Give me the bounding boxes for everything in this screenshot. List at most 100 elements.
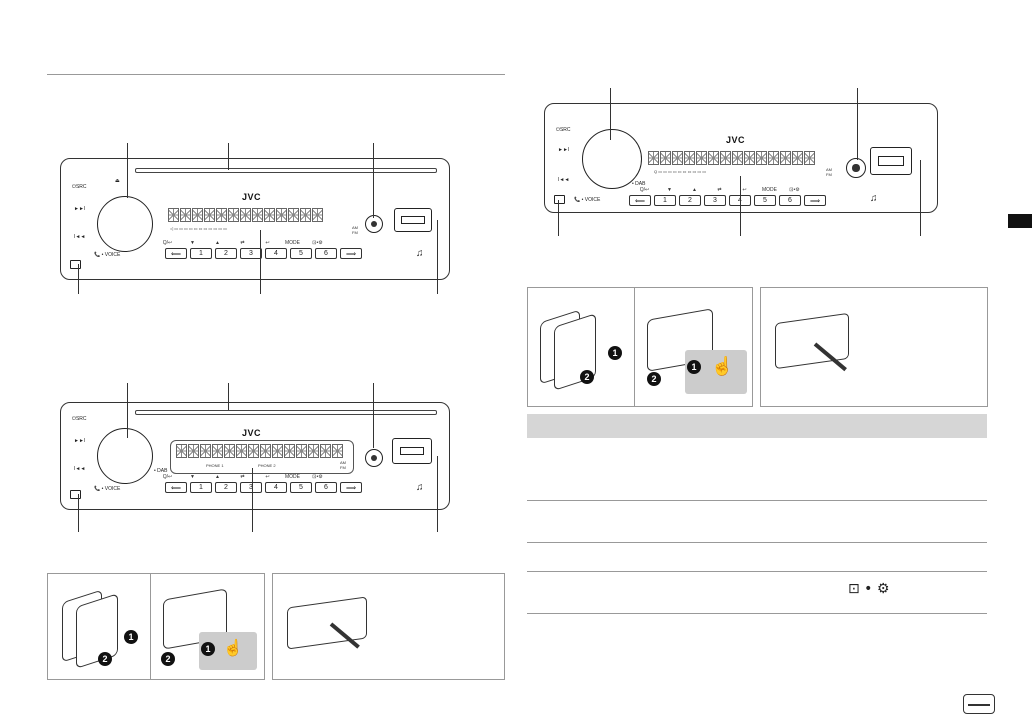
leader-line xyxy=(558,200,559,236)
music-icon: ♫ xyxy=(416,248,424,259)
volume-knob xyxy=(97,196,153,252)
step-2-badge: 2 xyxy=(161,652,175,666)
preset-5: 5 xyxy=(754,195,776,206)
preset-4: 4 xyxy=(265,248,287,259)
step-1-badge: 1 xyxy=(201,642,215,656)
step-1-badge: 1 xyxy=(608,346,622,360)
leader-line xyxy=(127,383,128,438)
detach-step-press: 1 2 ☝ xyxy=(635,288,752,406)
car-receiver-unit-c: ⏻SRC ►►I I◄◄ JVC Q ▭ ▭ ▭ ▭ ▭ ▭ ▭ ▭ ▭ ▭ A… xyxy=(544,103,944,218)
release-button xyxy=(554,195,565,204)
section-rule-left xyxy=(47,74,505,75)
preset-right-arrow: ⟹ xyxy=(340,248,362,259)
next-button-label: ►►I xyxy=(74,206,86,212)
table-header-band xyxy=(527,414,987,438)
aux-jack xyxy=(365,449,383,467)
search-label: Q/↩ xyxy=(162,240,173,246)
table-row-divider xyxy=(527,500,987,501)
voice-button-label: 📞 • VOICE xyxy=(94,252,121,258)
leader-line xyxy=(78,494,79,532)
disc-slot xyxy=(135,410,437,415)
step-2-badge: 2 xyxy=(647,372,661,386)
car-receiver-unit-a: ⏻SRC ⏏ ►►I I◄◄ JVC ◁ ▭ ▭ ▭ ▭ ▭ ▭ ▭ ▭ ▭ ▭… xyxy=(60,158,452,286)
band-fm: FM xyxy=(826,172,832,177)
preset-right-arrow: ⟹ xyxy=(340,482,362,493)
release-button xyxy=(70,260,81,269)
reset-illustration-box xyxy=(272,573,505,680)
search-label: Q/↩ xyxy=(162,474,173,480)
dab-label: • DAB xyxy=(632,181,646,187)
phone2-indicator: PHONE 2 xyxy=(258,463,276,468)
display-segments xyxy=(648,151,815,165)
leader-line xyxy=(373,143,374,218)
preset-2: 2 xyxy=(215,482,237,493)
reset-illustration-box xyxy=(760,287,988,407)
table-row-divider xyxy=(527,613,987,614)
leader-line xyxy=(857,88,858,160)
preset-1: 1 xyxy=(190,482,212,493)
source-button-label: ⏻SRC xyxy=(72,184,87,190)
next-button-label: ►►I xyxy=(558,147,570,153)
disc-slot xyxy=(135,168,437,173)
leader-line xyxy=(228,383,229,410)
source-button-label: ⏻SRC xyxy=(556,127,571,133)
table-row-divider xyxy=(527,571,987,572)
prev-button-label: I◄◄ xyxy=(74,234,86,240)
prev-button-label: I◄◄ xyxy=(558,177,570,183)
preset-6: 6 xyxy=(315,482,337,493)
preset-4: 4 xyxy=(265,482,287,493)
usb-port xyxy=(394,208,432,232)
display-indicators: ◁ ▭ ▭ ▭ ▭ ▭ ▭ ▭ ▭ ▭ ▭ ▭ xyxy=(170,226,227,231)
usb-port xyxy=(870,147,912,175)
leader-line xyxy=(78,264,79,294)
detach-step-push: 1 2 xyxy=(48,574,151,679)
leader-line xyxy=(920,160,921,236)
music-icon: ♫ xyxy=(870,193,878,204)
volume-knob xyxy=(97,428,153,484)
preset-6: 6 xyxy=(779,195,801,206)
preset-left-arrow: ⟸ xyxy=(629,195,651,206)
leader-line xyxy=(373,383,374,448)
preset-5: 5 xyxy=(290,482,312,493)
preset-5: 5 xyxy=(290,248,312,259)
leader-line xyxy=(252,468,253,532)
detach-illustration-box: 1 2 1 2 ☝ xyxy=(527,287,753,407)
hand-icon: ☝ xyxy=(711,356,734,376)
brand-logo: JVC xyxy=(242,192,262,202)
preset-3: 3 xyxy=(704,195,726,206)
aux-jack xyxy=(846,158,866,178)
leader-line xyxy=(437,220,438,294)
band-am: AM xyxy=(340,460,346,465)
eject-icon: ⏏ xyxy=(115,178,120,184)
usb-port xyxy=(392,438,432,464)
hand-icon: ☝ xyxy=(223,640,243,657)
section-thumb-tab xyxy=(1008,214,1032,228)
dab-label: • DAB xyxy=(154,468,168,474)
car-receiver-unit-b: ⏻SRC ►►I I◄◄ JVC PHONE 1 PHONE 2 AM FM •… xyxy=(60,402,452,530)
preset-left-arrow: ⟸ xyxy=(165,482,187,493)
preset-left-arrow: ⟸ xyxy=(165,248,187,259)
band-fm: FM xyxy=(352,230,358,235)
function-labels: Q/↩ ▼▲⇄↩MODE⊡•⚙ xyxy=(155,474,330,480)
band-am: AM xyxy=(352,225,358,230)
table-row-divider xyxy=(527,542,987,543)
band-fm: FM xyxy=(340,465,346,470)
voice-button-label: 📞 • VOICE xyxy=(94,486,121,492)
aux-jack xyxy=(365,215,383,233)
step-1-badge: 1 xyxy=(687,360,701,374)
preset-3: 3 xyxy=(240,482,262,493)
step-2-badge: 2 xyxy=(580,370,594,384)
brand-logo: JVC xyxy=(242,428,262,438)
band-am: AM xyxy=(826,167,832,172)
display-settings-icon: ⊡ • ⚙ xyxy=(848,581,890,597)
preset-buttons: ⟸ 1 2 3 4 5 6 ⟹ xyxy=(165,248,362,259)
detach-step-press: 1 2 ☝ xyxy=(151,574,264,679)
leader-line xyxy=(740,176,741,236)
display-indicators: Q ▭ ▭ ▭ ▭ ▭ ▭ ▭ ▭ ▭ ▭ xyxy=(654,169,707,174)
preset-6: 6 xyxy=(315,248,337,259)
display-segments xyxy=(176,444,343,458)
leader-line xyxy=(437,456,438,532)
preset-right-arrow: ⟹ xyxy=(804,195,826,206)
leader-line xyxy=(228,143,229,170)
next-button-label: ►►I xyxy=(74,438,86,444)
